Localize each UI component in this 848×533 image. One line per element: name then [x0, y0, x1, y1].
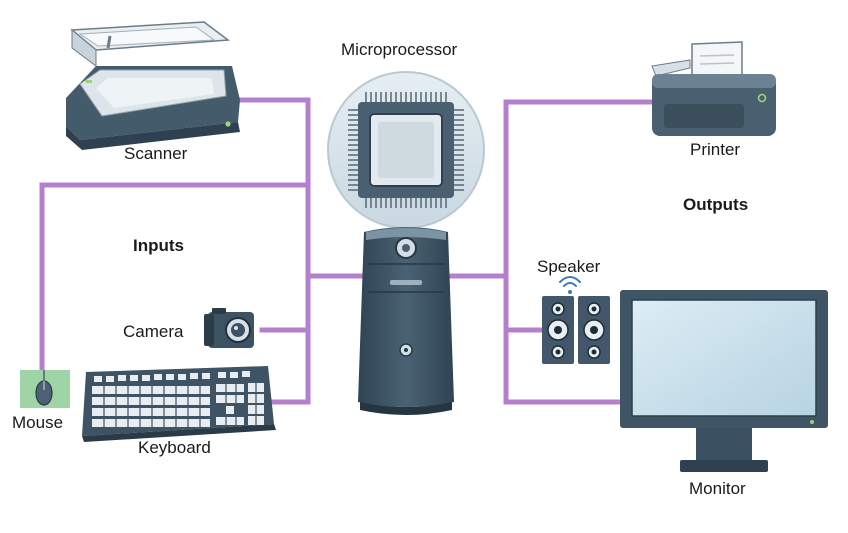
keyboard-icon: [82, 366, 276, 442]
speaker-icon: [542, 296, 610, 364]
label-speaker: Speaker: [537, 257, 601, 276]
connector-lines: [39, 97, 658, 405]
printer-icon: [651, 41, 776, 136]
connector-scanner: [235, 97, 365, 279]
label-keyboard: Keyboard: [138, 438, 211, 457]
connector-printer: [503, 99, 658, 405]
label-microprocessor: Microprocessor: [341, 40, 458, 59]
label-scanner: Scanner: [124, 144, 188, 163]
label-inputs: Inputs: [133, 236, 184, 255]
microprocessor-chip-icon: [348, 92, 464, 208]
scanner-icon: [66, 21, 240, 150]
label-camera: Camera: [123, 322, 184, 341]
camera-icon: [204, 308, 254, 348]
system-unit-icon: [358, 227, 454, 415]
connector-keyboard: [265, 327, 311, 405]
label-monitor: Monitor: [689, 479, 746, 498]
label-printer: Printer: [690, 140, 741, 159]
wireless-icon: [559, 276, 581, 294]
label-mouse: Mouse: [12, 413, 64, 432]
mouse-icon: [20, 370, 70, 408]
label-outputs: Outputs: [683, 195, 749, 214]
connector-mouse: [39, 182, 311, 373]
monitor-icon: [620, 290, 828, 472]
connector-camera: [259, 273, 311, 333]
